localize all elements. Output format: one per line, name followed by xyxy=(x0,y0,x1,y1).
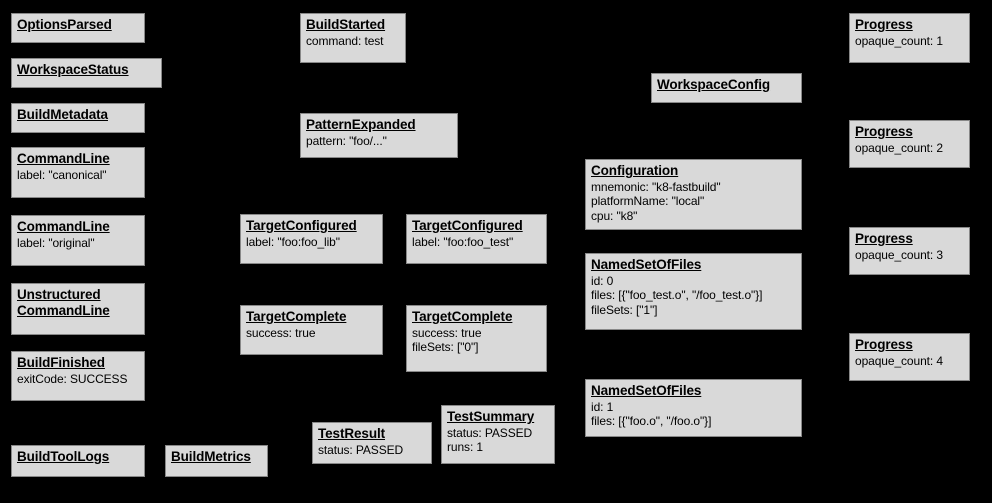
event-node-title: OptionsParsed xyxy=(17,17,112,32)
event-node-title: BuildToolLogs xyxy=(17,449,110,464)
event-node-title: NamedSetOfFiles xyxy=(591,383,702,398)
event-node-fields: status: PASSED xyxy=(318,442,404,457)
event-node-fields: pattern: "foo/..." xyxy=(306,133,387,148)
event-node-fields: success: true xyxy=(246,325,316,340)
event-node-fields: opaque_count: 1 xyxy=(855,33,943,48)
event-node-title: Progress xyxy=(855,337,913,352)
event-node-fields: label: "foo:foo_test" xyxy=(412,234,514,249)
event-node-title: TestSummary xyxy=(447,409,535,424)
event-node-fields: mnemonic: "k8-fastbuild" platformName: "… xyxy=(591,179,721,223)
event-node-fields: label: "canonical" xyxy=(17,167,107,182)
event-node-title: Unstructured CommandLine xyxy=(17,287,110,318)
event-node-title: NamedSetOfFiles xyxy=(591,257,702,272)
event-node-title: Progress xyxy=(855,124,913,139)
event-node[interactable]: OptionsParsed xyxy=(11,13,145,43)
event-node-title: Progress xyxy=(855,231,913,246)
event-node-title: Progress xyxy=(855,17,913,32)
event-node-fields: opaque_count: 4 xyxy=(855,353,943,368)
event-node-title: TargetComplete xyxy=(246,309,347,324)
event-node-title: TargetConfigured xyxy=(412,218,523,233)
event-node-fields: label: "original" xyxy=(17,235,95,250)
event-node-title: CommandLine xyxy=(17,219,110,234)
event-node-title: WorkspaceStatus xyxy=(17,62,129,77)
event-node-fields: exitCode: SUCCESS xyxy=(17,371,128,386)
event-node-title: TestResult xyxy=(318,426,386,441)
event-node-title: BuildMetadata xyxy=(17,107,108,122)
event-node-title: Configuration xyxy=(591,163,679,178)
event-node[interactable]: WorkspaceStatus xyxy=(11,58,162,88)
event-node-fields: opaque_count: 2 xyxy=(855,140,943,155)
event-node[interactable]: Unstructured CommandLine xyxy=(11,283,145,335)
event-node-fields: success: true fileSets: ["0"] xyxy=(412,325,482,355)
event-node-fields: status: PASSED runs: 1 xyxy=(447,425,533,455)
event-node[interactable]: BuildMetrics xyxy=(165,445,268,477)
event-node-fields: opaque_count: 3 xyxy=(855,247,943,262)
event-node-title: BuildStarted xyxy=(306,17,386,32)
event-node-fields: command: test xyxy=(306,33,384,48)
event-node-fields: id: 0 files: [{"foo_test.o", "/foo_test.… xyxy=(591,273,763,317)
event-node-title: BuildFinished xyxy=(17,355,105,370)
event-node[interactable]: BuildToolLogs xyxy=(11,445,145,477)
event-node-title: TargetComplete xyxy=(412,309,513,324)
event-node-title: WorkspaceConfig xyxy=(657,77,771,92)
event-node-title: PatternExpanded xyxy=(306,117,416,132)
event-node[interactable]: WorkspaceConfig xyxy=(651,73,802,103)
event-node-fields: id: 1 files: [{"foo.o", "/foo.o"}] xyxy=(591,399,712,429)
event-node[interactable]: BuildMetadata xyxy=(11,103,145,133)
event-node-fields: label: "foo:foo_lib" xyxy=(246,234,340,249)
event-node-title: BuildMetrics xyxy=(171,449,251,464)
event-node-title: CommandLine xyxy=(17,151,110,166)
event-node-title: TargetConfigured xyxy=(246,218,357,233)
